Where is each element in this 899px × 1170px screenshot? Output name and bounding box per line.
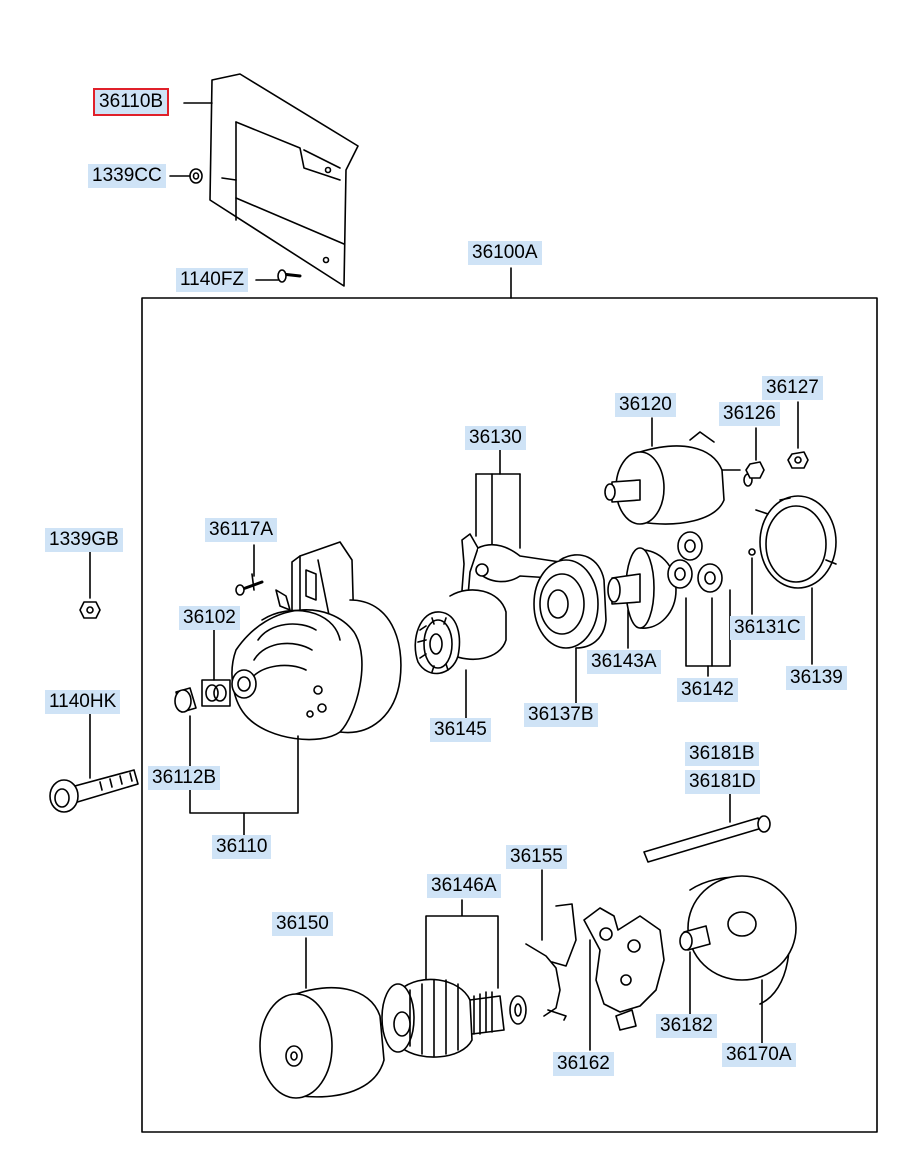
- part-label-36143a[interactable]: 36143A: [587, 650, 661, 674]
- part-label-36127[interactable]: 36127: [762, 376, 823, 400]
- internal-gear-36137b-drawing: [533, 554, 607, 705]
- part-label-36120[interactable]: 36120: [615, 393, 676, 417]
- nut-1339cc-drawing: [189, 168, 203, 184]
- part-label-36181d[interactable]: 36181D: [685, 770, 760, 794]
- bushing-36112b-drawing: [174, 687, 197, 713]
- washer-36131c-drawing: [748, 548, 756, 615]
- part-label-36142[interactable]: 36142: [677, 678, 738, 702]
- solenoid-36120-drawing: [604, 417, 753, 525]
- nuts-36126-36127-drawing: [745, 401, 809, 479]
- planet-gears-36142-drawing: [667, 531, 731, 677]
- armature-36146a-drawing: [381, 899, 527, 1058]
- lever-36130-drawing: [461, 449, 561, 597]
- part-label-36137b[interactable]: 36137B: [524, 703, 598, 727]
- bolt-1140hk-drawing: [49, 713, 139, 813]
- yoke-36150-drawing: [259, 937, 385, 1099]
- part-label-36117a[interactable]: 36117A: [205, 518, 278, 542]
- part-label-36139[interactable]: 36139: [786, 666, 847, 690]
- part-label-36162[interactable]: 36162: [553, 1052, 614, 1076]
- assembly-frame: [141, 297, 878, 1133]
- bolt-1140fz-drawing: [277, 269, 302, 283]
- part-label-36110b[interactable]: 36110B: [92, 88, 170, 116]
- part-label-36100a[interactable]: 36100A: [468, 241, 542, 265]
- bolt-36117a-drawing: [235, 544, 264, 596]
- part-label-1339gb[interactable]: 1339GB: [45, 528, 123, 552]
- part-label-1339cc[interactable]: 1339CC: [88, 164, 166, 188]
- part-label-36145[interactable]: 36145: [430, 718, 491, 742]
- bushing-set-36102-drawing: [201, 629, 231, 707]
- part-label-1140hk[interactable]: 1140HK: [45, 690, 121, 714]
- part-label-36126[interactable]: 36126: [719, 402, 780, 426]
- gear-carrier-36143a-drawing: [607, 547, 677, 649]
- part-label-36131c[interactable]: 36131C: [730, 616, 805, 640]
- brush-holder-36162-drawing: [583, 907, 665, 1051]
- part-label-36182[interactable]: 36182: [656, 1014, 717, 1038]
- through-bolt-drawing: [643, 793, 771, 863]
- part-label-36155[interactable]: 36155: [506, 845, 567, 869]
- part-label-36110[interactable]: 36110: [212, 835, 272, 859]
- part-label-36130[interactable]: 36130: [465, 426, 526, 450]
- cover-36139-drawing: [755, 495, 837, 665]
- part-label-36181b[interactable]: 36181B: [685, 742, 759, 766]
- part-label-36112b[interactable]: 36112B: [148, 766, 221, 790]
- part-label-36170a[interactable]: 36170A: [722, 1043, 796, 1067]
- brush-36155-drawing: [525, 869, 577, 1021]
- part-label-36150[interactable]: 36150: [272, 912, 333, 936]
- pinion-36145-drawing: [414, 589, 507, 719]
- drive-housing-drawing: [231, 541, 402, 741]
- rear-cover-36170a-drawing: [679, 875, 797, 1045]
- part-label-1140fz[interactable]: 1140FZ: [176, 268, 249, 292]
- part-label-36102[interactable]: 36102: [179, 606, 240, 630]
- cover-plate-drawing: [209, 73, 359, 287]
- part-label-36146a[interactable]: 36146A: [427, 874, 501, 898]
- nut-1339gb-drawing: [79, 551, 101, 619]
